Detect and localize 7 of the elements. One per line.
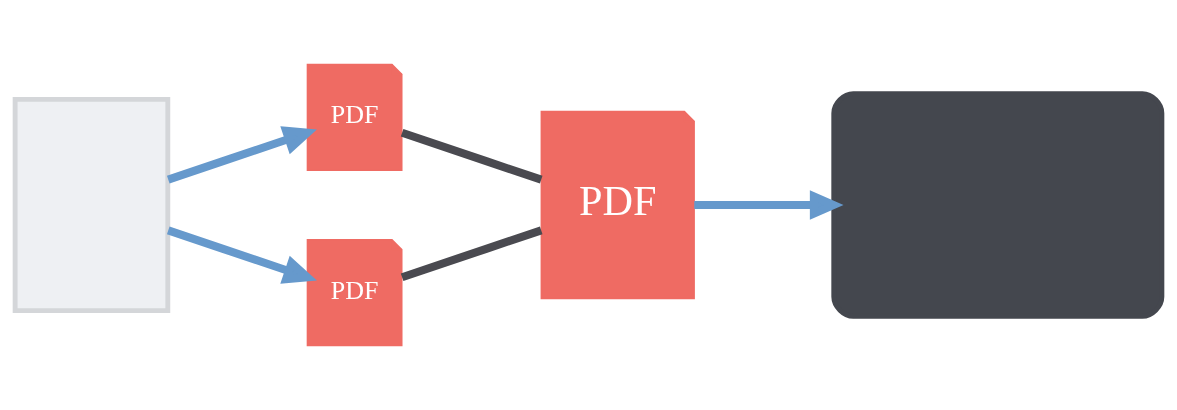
arrow <box>166 226 317 284</box>
arrow <box>694 190 844 220</box>
node-box <box>831 91 1165 319</box>
connector <box>400 226 543 282</box>
connector <box>400 128 543 184</box>
arrow <box>166 126 317 184</box>
node-box <box>12 97 171 313</box>
